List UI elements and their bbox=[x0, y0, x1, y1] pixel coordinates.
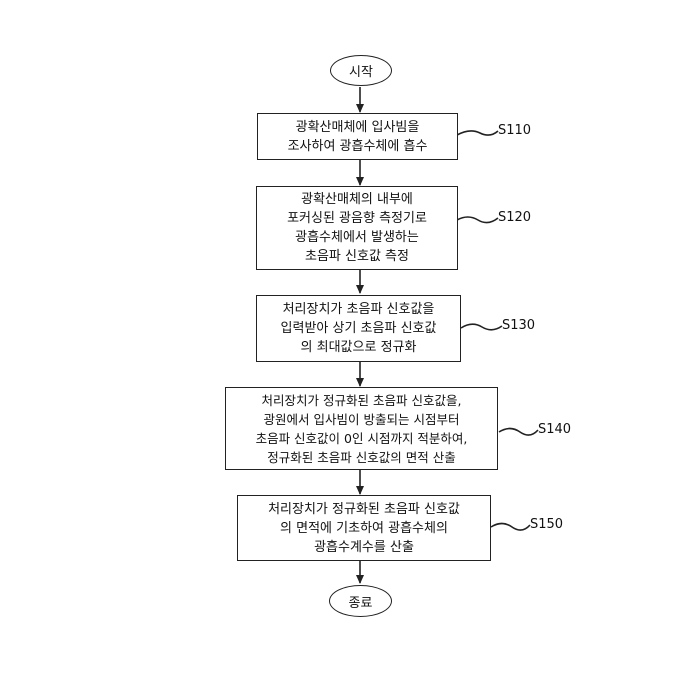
step-line: 광확산매체에 입사빔을 bbox=[295, 119, 420, 135]
start-terminal: 시작 bbox=[330, 55, 392, 86]
step-box-s150: 처리장치가 정규화된 초음파 신호값 의 면적에 기초하여 광흡수체의 광흡수계… bbox=[237, 495, 491, 561]
leader-s140 bbox=[498, 427, 539, 436]
step-line: 초음파 신호값 측정 bbox=[305, 249, 409, 264]
step-line: 광원에서 입사빔이 방출되는 시점부터 bbox=[263, 411, 460, 427]
leader-s150 bbox=[490, 522, 531, 531]
step-line: 광흡수계수를 산출 bbox=[314, 539, 414, 555]
step-id-s150: S150 bbox=[530, 517, 564, 532]
step-box-s120: 광확산매체의 내부에 포커싱된 광음향 측정기로 광흡수체에서 발생하는 초음파… bbox=[256, 186, 458, 270]
step-line: 초음파 신호값이 0인 시점까지 적분하여, bbox=[255, 430, 468, 446]
leader-s120 bbox=[456, 216, 499, 224]
end-label: 종료 bbox=[348, 595, 373, 611]
end-terminal: 종료 bbox=[329, 585, 392, 617]
step-id-s140: S140 bbox=[538, 422, 572, 437]
step-box-s130: 처리장치가 초음파 신호값을 입력받아 상기 초음파 신호값 의 최대값으로 정… bbox=[256, 295, 461, 362]
step-line: 정규화된 초음파 신호값의 면적 산출 bbox=[267, 449, 456, 465]
step-line: 처리장치가 정규화된 초음파 신호값을, bbox=[261, 392, 462, 408]
step-line: 광흡수체에서 발생하는 bbox=[295, 230, 419, 245]
step-id-s120: S120 bbox=[498, 210, 532, 225]
step-line: 조사하여 광흡수체에 흡수 bbox=[287, 138, 428, 154]
step-line: 광확산매체의 내부에 bbox=[301, 192, 413, 207]
step-box-s110: 광확산매체에 입사빔을 조사하여 광흡수체에 흡수 bbox=[257, 113, 458, 160]
step-line: 의 최대값으로 정규화 bbox=[300, 340, 417, 355]
step-id-s130: S130 bbox=[502, 318, 536, 333]
leader-s110 bbox=[456, 130, 499, 136]
step-id-s110: S110 bbox=[498, 123, 532, 138]
step-line: 의 면적에 기초하여 광흡수체의 bbox=[280, 520, 448, 536]
step-line: 처리장치가 초음파 신호값을 bbox=[282, 302, 435, 317]
start-label: 시작 bbox=[349, 65, 373, 80]
step-line: 처리장치가 정규화된 초음파 신호값 bbox=[268, 501, 460, 517]
leader-s130 bbox=[460, 323, 503, 331]
step-line: 입력받아 상기 초음파 신호값 bbox=[280, 321, 437, 336]
step-line: 포커싱된 광음향 측정기로 bbox=[287, 211, 427, 226]
step-box-s140: 처리장치가 정규화된 초음파 신호값을, 광원에서 입사빔이 방출되는 시점부터… bbox=[225, 387, 498, 470]
